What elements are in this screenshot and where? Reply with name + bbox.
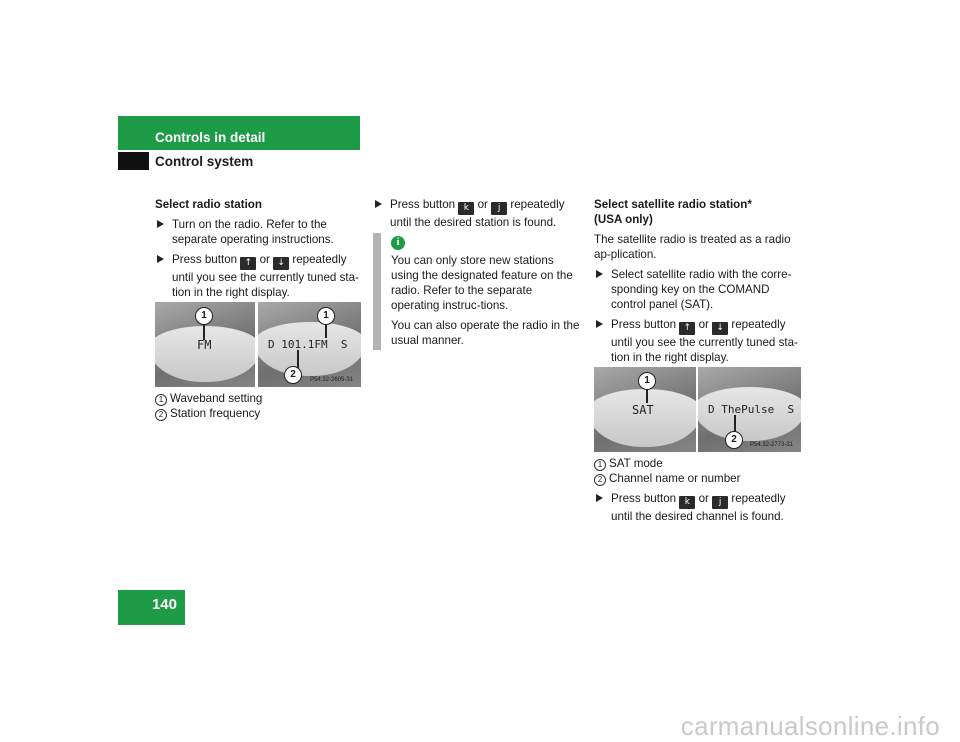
instruction-item: Select satellite radio with the corre-sp… xyxy=(594,267,802,312)
instruction-item: Turn on the radio. Refer to the separate… xyxy=(155,217,361,247)
chapter-title: Controls in detail xyxy=(155,130,266,145)
sat-mode-display-text: SAT xyxy=(632,403,654,417)
instruction-item: Press button ↑ or ↓ repeatedly until you… xyxy=(155,252,361,300)
frequency-display-photo: D 101.1FM S 1 2 P54.32-2605-31 xyxy=(258,302,361,387)
frequency-display-text: D 101.1FM S xyxy=(268,338,348,351)
callout-1: 1 xyxy=(638,372,656,390)
waveband-display-text: FM xyxy=(197,338,212,352)
seek-up-key-icon: k xyxy=(679,496,696,509)
sat-mode-display-photo: SAT 1 xyxy=(594,367,696,452)
figure-code: P54.32-2605-31 xyxy=(310,377,354,383)
figure-code: P54.32-2773-31 xyxy=(750,442,794,448)
info-box-bar xyxy=(373,233,381,350)
instruction-item: Press button ↑ or ↓ repeatedly until you… xyxy=(594,317,802,365)
seek-down-key-icon: ↓ xyxy=(712,322,729,335)
seek-down-key-icon: j xyxy=(491,202,508,215)
column-2: Press button k or j repeatedly until the… xyxy=(373,197,583,230)
seek-up-key-icon: k xyxy=(458,202,475,215)
instruction-item: Press button k or j repeatedly until the… xyxy=(373,197,583,230)
section-heading: (USA only) xyxy=(594,213,653,226)
channel-display-text: D ThePulse S xyxy=(708,403,795,416)
callout-2: 2 xyxy=(725,431,743,449)
intro-text: The satellite radio is treated as a radi… xyxy=(594,233,791,261)
info-text: You can only store new stations using th… xyxy=(391,254,573,312)
seek-down-key-icon: j xyxy=(712,496,729,509)
seek-down-key-icon: ↓ xyxy=(273,257,290,270)
callout-1: 1 xyxy=(317,307,335,325)
info-icon: i xyxy=(391,236,405,250)
callout-1: 1 xyxy=(195,307,213,325)
watermark: carmanualsonline.info xyxy=(680,711,940,741)
info-box: You can only store new stations using th… xyxy=(391,253,583,348)
section-heading: Select radio station xyxy=(155,198,262,211)
instruction-item: Press button k or j repeatedly until the… xyxy=(594,491,802,524)
subsection-marker xyxy=(118,152,149,170)
column-1: Select radio station Turn on the radio. … xyxy=(155,197,361,300)
callout-2: 2 xyxy=(284,366,302,384)
waveband-display-photo: FM 1 xyxy=(155,302,255,387)
column-3: Select satellite radio station* (USA onl… xyxy=(594,197,802,365)
seek-up-key-icon: ↑ xyxy=(240,257,257,270)
section-heading: Select satellite radio station* xyxy=(594,198,752,211)
chapter-header-bar: Controls in detail xyxy=(118,116,360,150)
channel-display-photo: D ThePulse S 2 P54.32-2773-31 xyxy=(698,367,801,452)
info-text: You can also operate the radio in the us… xyxy=(391,319,580,347)
seek-up-key-icon: ↑ xyxy=(679,322,696,335)
subsection-title: Control system xyxy=(155,154,254,169)
page-number: 140 xyxy=(151,596,177,613)
page-number-box: 140 xyxy=(118,590,185,625)
